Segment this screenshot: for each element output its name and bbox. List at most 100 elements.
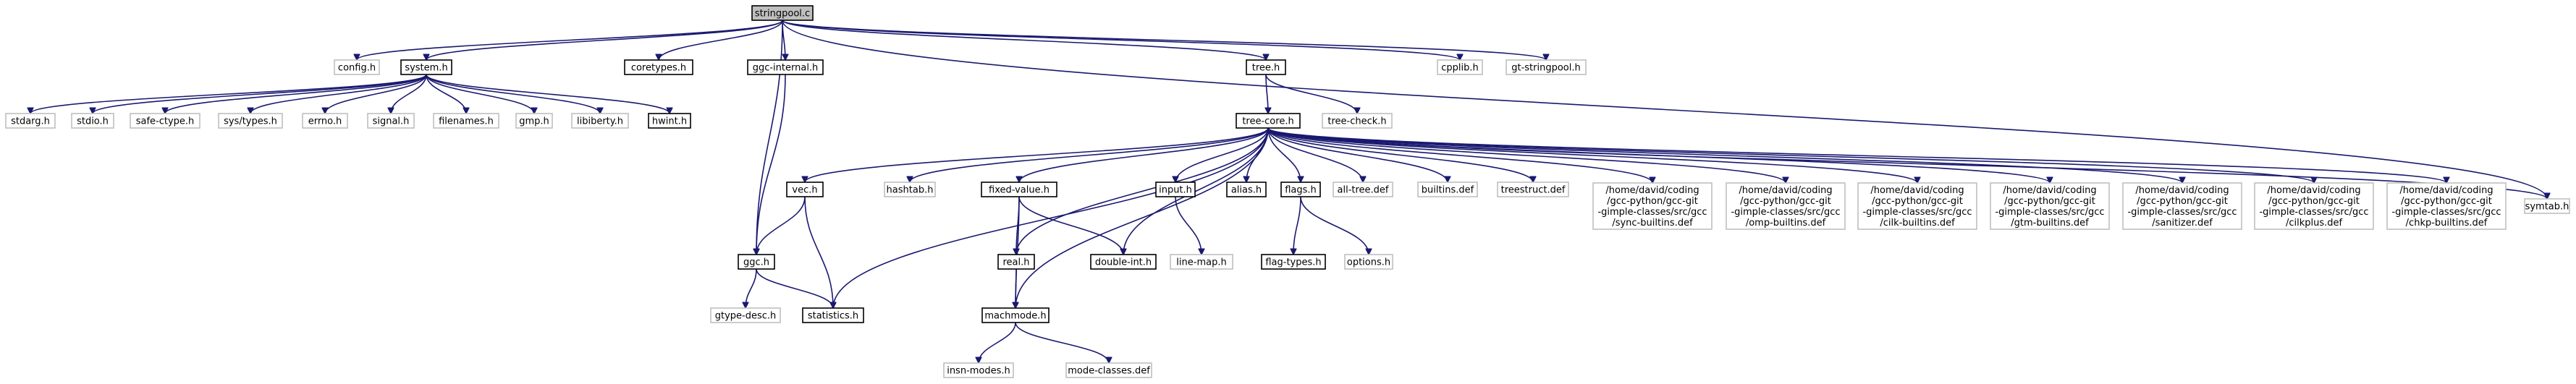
- node-ompbuiltins: /home/david/coding/gcc-python/gcc-git-gi…: [1726, 182, 1846, 230]
- include-arrow: [1266, 74, 1268, 114]
- node-label: /gcc-python/gcc-git: [2268, 196, 2360, 207]
- include-arrow: [1267, 127, 1917, 184]
- node-label: sys/types.h: [224, 116, 277, 127]
- node-stringpool[interactable]: stringpool.c: [751, 5, 814, 21]
- include-edge-vec-to-statistics: [804, 196, 833, 308]
- node-label: gt-stringpool.h: [1511, 63, 1581, 74]
- include-arrow: [782, 20, 1460, 61]
- node-system[interactable]: system.h: [400, 59, 452, 75]
- include-edge-treecore-to-chkpbuiltins: [1267, 127, 2446, 184]
- documented-header-node-box: [1246, 59, 1286, 75]
- node-input[interactable]: input.h: [1155, 182, 1196, 197]
- node-flagtypes[interactable]: flag-types.h: [1261, 254, 1326, 270]
- node-label: -gimple-classes/src/gcc: [1731, 207, 1840, 218]
- include-arrow: [325, 74, 427, 114]
- node-label: libiberty.h: [577, 116, 623, 127]
- node-ggc[interactable]: ggc.h: [738, 254, 775, 270]
- node-label: fixed-value.h: [989, 185, 1050, 196]
- external-header-node-box: [367, 113, 415, 129]
- include-edge-tree-to-treecheck: [1265, 74, 1357, 114]
- node-treecore[interactable]: tree-core.h: [1236, 113, 1301, 129]
- node-label: stdarg.h: [11, 116, 50, 127]
- node-chkpbuiltins: /home/david/coding/gcc-python/gcc-git-gi…: [2386, 182, 2507, 230]
- external-header-node-box: [571, 113, 629, 129]
- documented-header-node-box: [1280, 182, 1321, 197]
- external-header-node-box: [1990, 182, 2110, 230]
- include-edge-stringpool-to-config: [357, 20, 783, 61]
- include-edge-system-to-libiberty: [426, 74, 600, 114]
- node-label: -gimple-classes/src/gcc: [1995, 207, 2104, 218]
- include-arrow: [426, 74, 534, 114]
- node-label: hashtab.h: [887, 185, 934, 196]
- node-label: -gimple-classes/src/gcc: [1862, 207, 1972, 218]
- documented-header-node-box: [624, 59, 693, 75]
- include-edge-ggc-to-gtypedesc: [746, 268, 757, 308]
- node-vec[interactable]: vec.h: [786, 182, 824, 197]
- external-header-node-box: [1333, 182, 1393, 197]
- include-edge-fixedvalue-to-doubleint: [1018, 196, 1123, 255]
- documented-header-node-box: [1155, 182, 1196, 197]
- node-label: ggc.h: [743, 257, 769, 268]
- node-label: mode-classes.def: [1068, 366, 1150, 377]
- node-machmode[interactable]: machmode.h: [981, 307, 1050, 323]
- node-statistics[interactable]: statistics.h: [802, 307, 864, 323]
- node-label: coretypes.h: [631, 63, 686, 74]
- include-arrow: [1267, 127, 2182, 184]
- include-arrow: [426, 74, 670, 114]
- node-label: /gcc-python/gcc-git: [2004, 196, 2095, 207]
- include-edge-system-to-gmp: [426, 74, 534, 114]
- node-config: config.h: [334, 59, 380, 75]
- include-edge-flags-to-options: [1300, 196, 1369, 255]
- include-edge-system-to-systypes: [250, 74, 427, 114]
- node-fixedvalue[interactable]: fixed-value.h: [981, 182, 1057, 197]
- node-tree[interactable]: tree.h: [1246, 59, 1286, 75]
- node-insnmodes: insn-modes.h: [943, 362, 1014, 378]
- documented-header-node-box: [1261, 254, 1326, 270]
- node-treestruct: treestruct.def: [1497, 182, 1569, 197]
- node-label: /home/david/coding: [2135, 185, 2229, 196]
- node-linemap: line-map.h: [1170, 254, 1233, 270]
- include-edge-machmode-to-insnmodes: [979, 322, 1016, 363]
- include-edge-treecore-to-cilkbuiltins: [1267, 127, 1917, 184]
- include-arrow: [659, 20, 783, 60]
- node-doubleint[interactable]: double-int.h: [1090, 254, 1157, 270]
- node-builtins: builtins.def: [1417, 182, 1478, 197]
- include-arrow: [804, 196, 833, 308]
- node-label: alias.h: [1231, 185, 1262, 196]
- node-label: tree-core.h: [1242, 116, 1293, 127]
- node-signal: signal.h: [367, 113, 415, 129]
- include-edge-system-to-stdio: [93, 74, 427, 114]
- include-edge-stringpool-to-coretypes: [659, 20, 783, 60]
- include-arrow: [1267, 127, 1786, 183]
- external-header-node-box: [1437, 59, 1483, 75]
- include-arrow: [782, 20, 2547, 199]
- node-label: errno.h: [308, 116, 342, 127]
- include-edge-treecore-to-statistics: [833, 127, 1269, 308]
- documented-header-node-box: [981, 307, 1050, 323]
- include-arrow: [1267, 127, 1533, 182]
- include-edge-treecore-to-builtins: [1267, 127, 1448, 182]
- node-ggcinternal[interactable]: ggc-internal.h: [747, 59, 824, 75]
- node-label: /home/david/coding: [2267, 185, 2360, 196]
- include-arrow: [426, 74, 466, 114]
- documented-header-node-box: [1226, 182, 1267, 197]
- node-label: line-map.h: [1176, 257, 1226, 268]
- include-arrow: [1267, 127, 1652, 183]
- external-header-node-box: [71, 113, 114, 129]
- external-header-node-box: [302, 113, 348, 129]
- node-label: /chkp-builtins.def: [2406, 218, 2488, 229]
- node-hwint[interactable]: hwint.h: [648, 113, 691, 129]
- include-edge-system-to-signal: [391, 74, 427, 114]
- node-flags[interactable]: flags.h: [1280, 182, 1321, 197]
- node-coretypes[interactable]: coretypes.h: [624, 59, 693, 75]
- include-edge-tree-to-treecore: [1266, 74, 1268, 114]
- node-label: stdio.h: [77, 116, 109, 127]
- node-stdarg: stdarg.h: [5, 113, 56, 129]
- include-arrow: [1015, 268, 1016, 308]
- external-header-node-box: [943, 362, 1014, 378]
- include-arrow: [165, 74, 427, 114]
- node-real[interactable]: real.h: [997, 254, 1035, 270]
- external-header-node-box: [1592, 182, 1713, 230]
- node-alias[interactable]: alias.h: [1226, 182, 1267, 197]
